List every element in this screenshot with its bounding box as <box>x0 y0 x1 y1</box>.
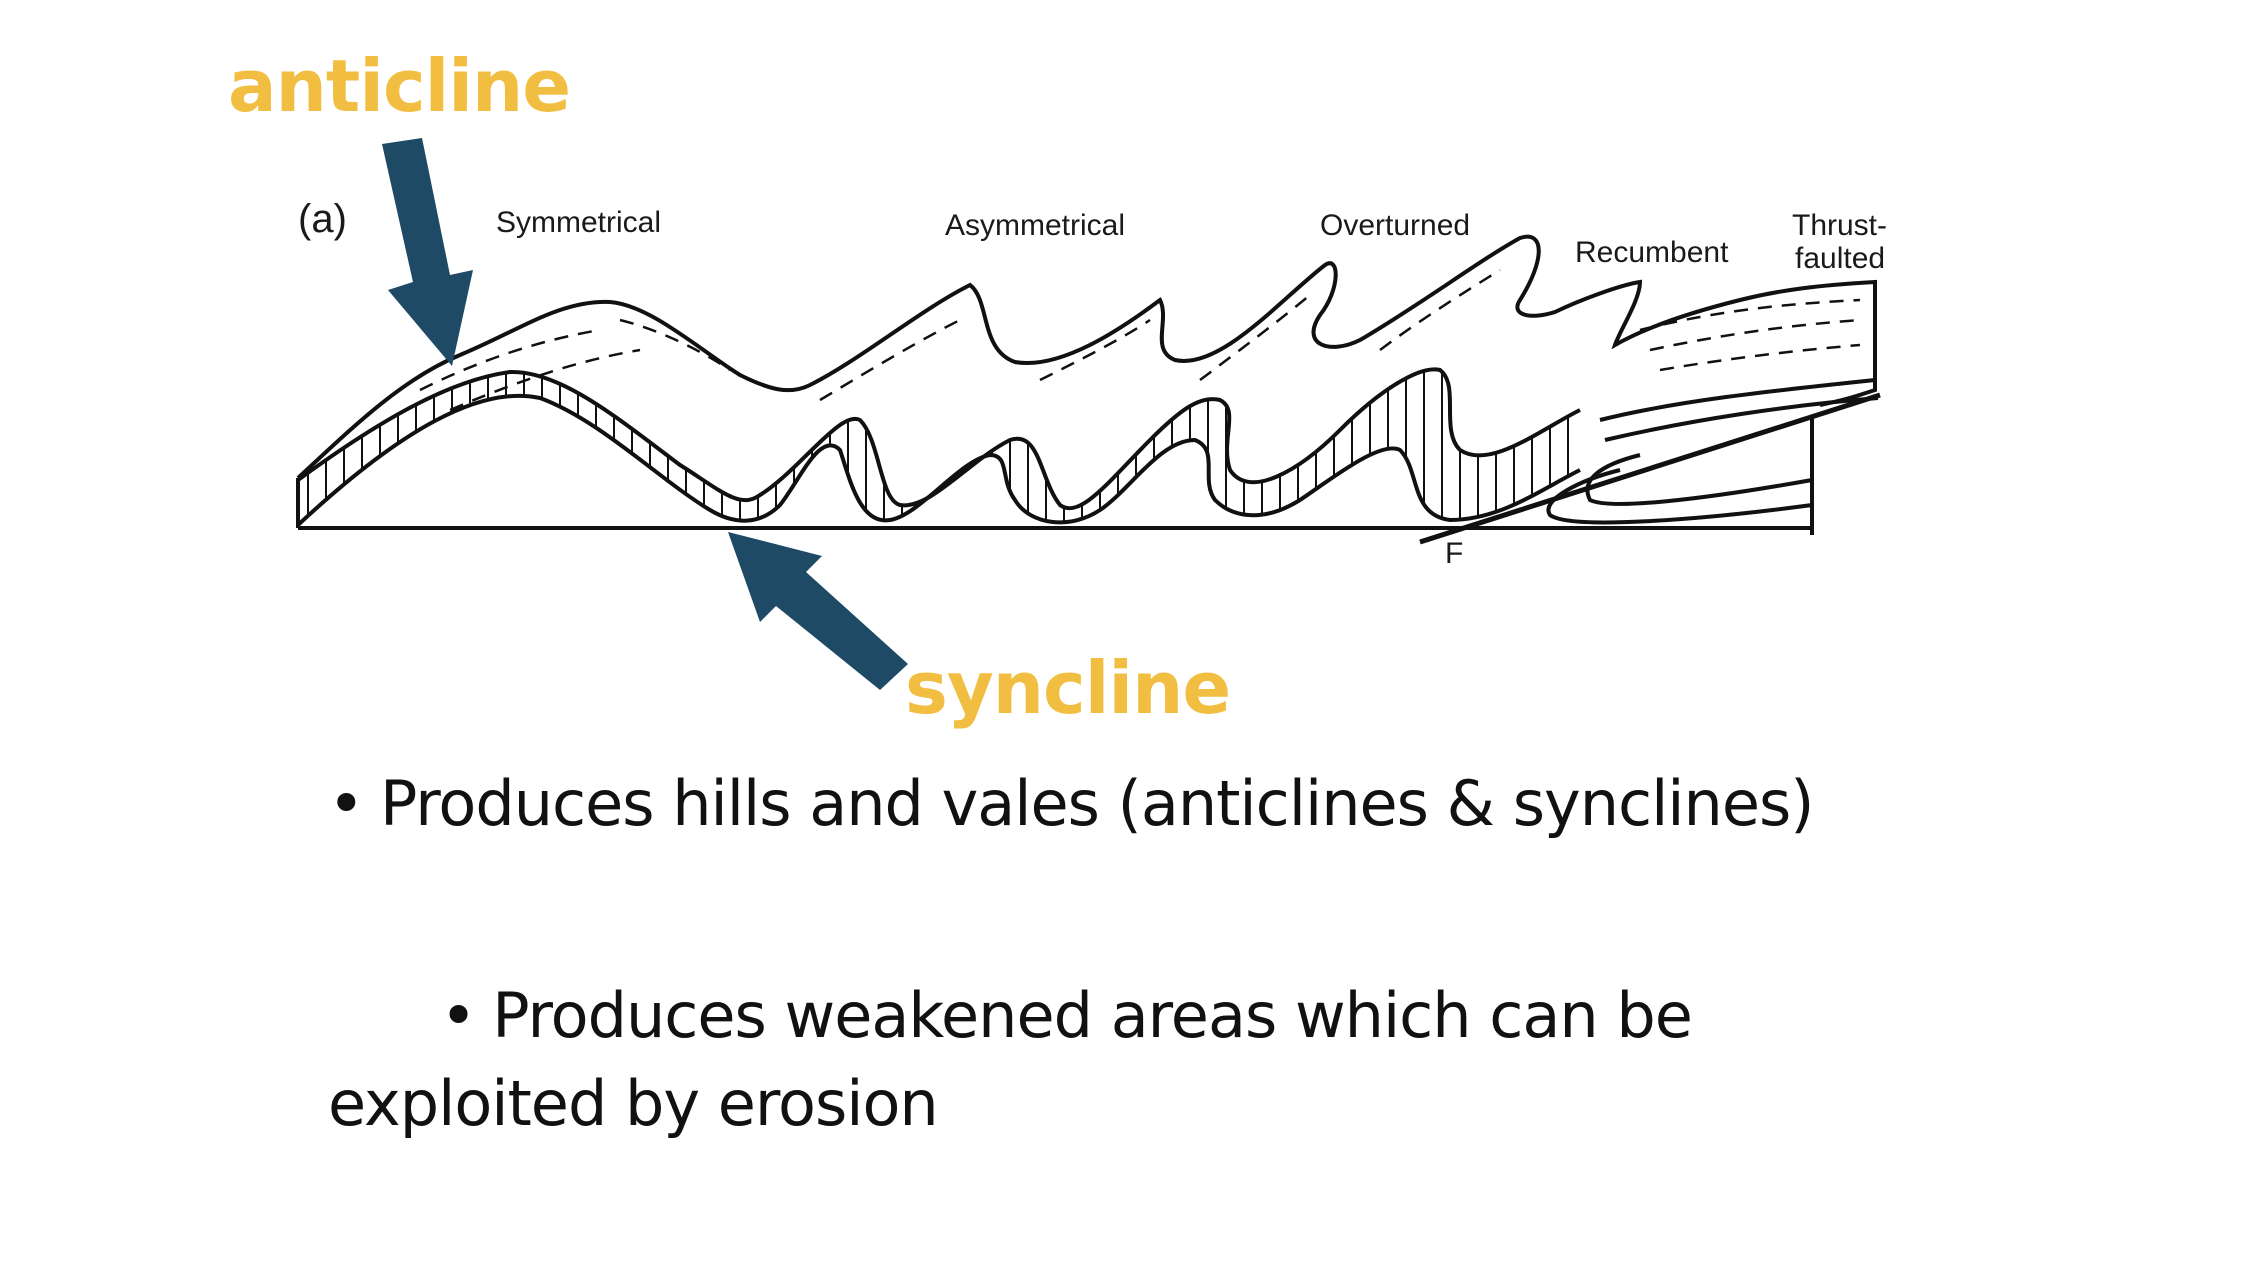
fold-label-overturned: Overturned <box>1320 209 1470 242</box>
fault-label: F <box>1445 537 1463 570</box>
fold-top-surface <box>296 234 1877 480</box>
fold-label-recumbent: Recumbent <box>1575 236 1729 269</box>
callout-syncline: syncline <box>905 646 1231 730</box>
bullet-marker: • <box>328 767 365 840</box>
bullet-list: •Produces hills and vales (anticlines & … <box>328 760 2008 1272</box>
fold-label-faulted: faulted <box>1795 242 1885 275</box>
bullet-text: Produces weakened areas which can be exp… <box>328 979 1767 1140</box>
fold-types-diagram: (a) Symmetrical Asymmetrical Overturned … <box>296 138 1887 690</box>
arrow-anticline <box>382 138 473 366</box>
bullet-text: Produces hills and vales (anticlines & s… <box>380 767 1814 840</box>
slide: (a) Symmetrical Asymmetrical Overturned … <box>228 44 1887 1140</box>
bullet-marker: • <box>440 979 477 1052</box>
bullet-item: •Produces weakened areas which can be ex… <box>328 884 2008 1236</box>
bullet-item: •Produces hills and vales (anticlines & … <box>328 760 2008 848</box>
callout-anticline: anticline <box>228 44 571 128</box>
panel-label: (a) <box>298 197 347 241</box>
fold-label-thrust: Thrust- <box>1792 209 1887 242</box>
bedding-dashes <box>419 268 1861 412</box>
arrow-syncline <box>728 532 908 690</box>
recumbent-lower-bed <box>1546 378 1879 525</box>
fold-label-asymmetrical: Asymmetrical <box>945 209 1125 242</box>
fold-label-symmetrical: Symmetrical <box>496 206 661 239</box>
thrust-fault-line <box>1419 392 1881 545</box>
